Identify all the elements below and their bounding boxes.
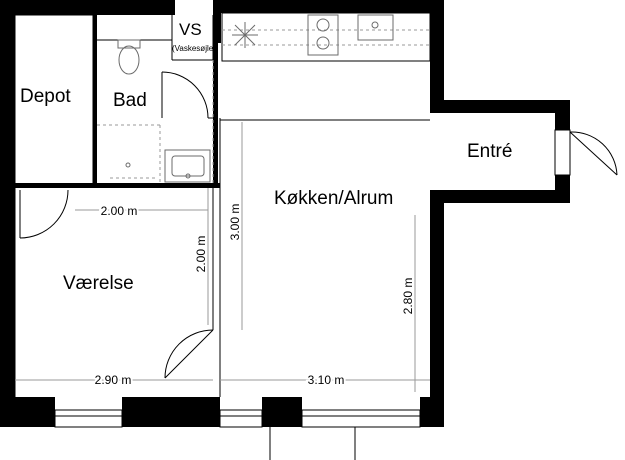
dimension-label-room-width-upper: 2.00 m (101, 204, 138, 218)
windows (54, 409, 421, 428)
room-label-kokken-alrum: Køkken/Alrum (274, 188, 393, 209)
outer-walls (0, 0, 570, 427)
interior-walls (14, 118, 430, 397)
kitchen-sink-icon (307, 14, 394, 56)
dimension-label-room-width-lower: 2.90 m (95, 373, 132, 387)
room-label-vaerelse: Værelse (63, 273, 134, 294)
room-label-depot: Depot (20, 86, 71, 107)
dimension-label-room-height-upper: 2.00 m (194, 236, 208, 273)
dimension-label-kitchen-width-lower: 3.10 m (308, 373, 345, 387)
vaerelse-door[interactable] (164, 329, 214, 379)
dimension-lines (15, 122, 430, 392)
shower-area (97, 124, 161, 183)
room-label-entre: Entré (467, 141, 512, 162)
stove-icon (232, 22, 258, 48)
dimension-label-kitchen-height-right: 2.80 m (401, 278, 415, 315)
bathroom-sink-icon (164, 149, 211, 183)
toilet-icon (117, 39, 141, 75)
room-label-vaskesojle: (Vaskesøjle) (172, 44, 216, 53)
dimension-label-kitchen-height: 3.00 m (228, 204, 242, 241)
depot-door[interactable] (19, 189, 69, 239)
balcony-door[interactable] (269, 427, 356, 460)
depot-walls (14, 14, 94, 186)
room-label-vs: VS (179, 20, 202, 39)
entry-door[interactable] (554, 129, 618, 176)
room-label-bad: Bad (113, 90, 147, 111)
bad-door[interactable] (161, 71, 218, 119)
